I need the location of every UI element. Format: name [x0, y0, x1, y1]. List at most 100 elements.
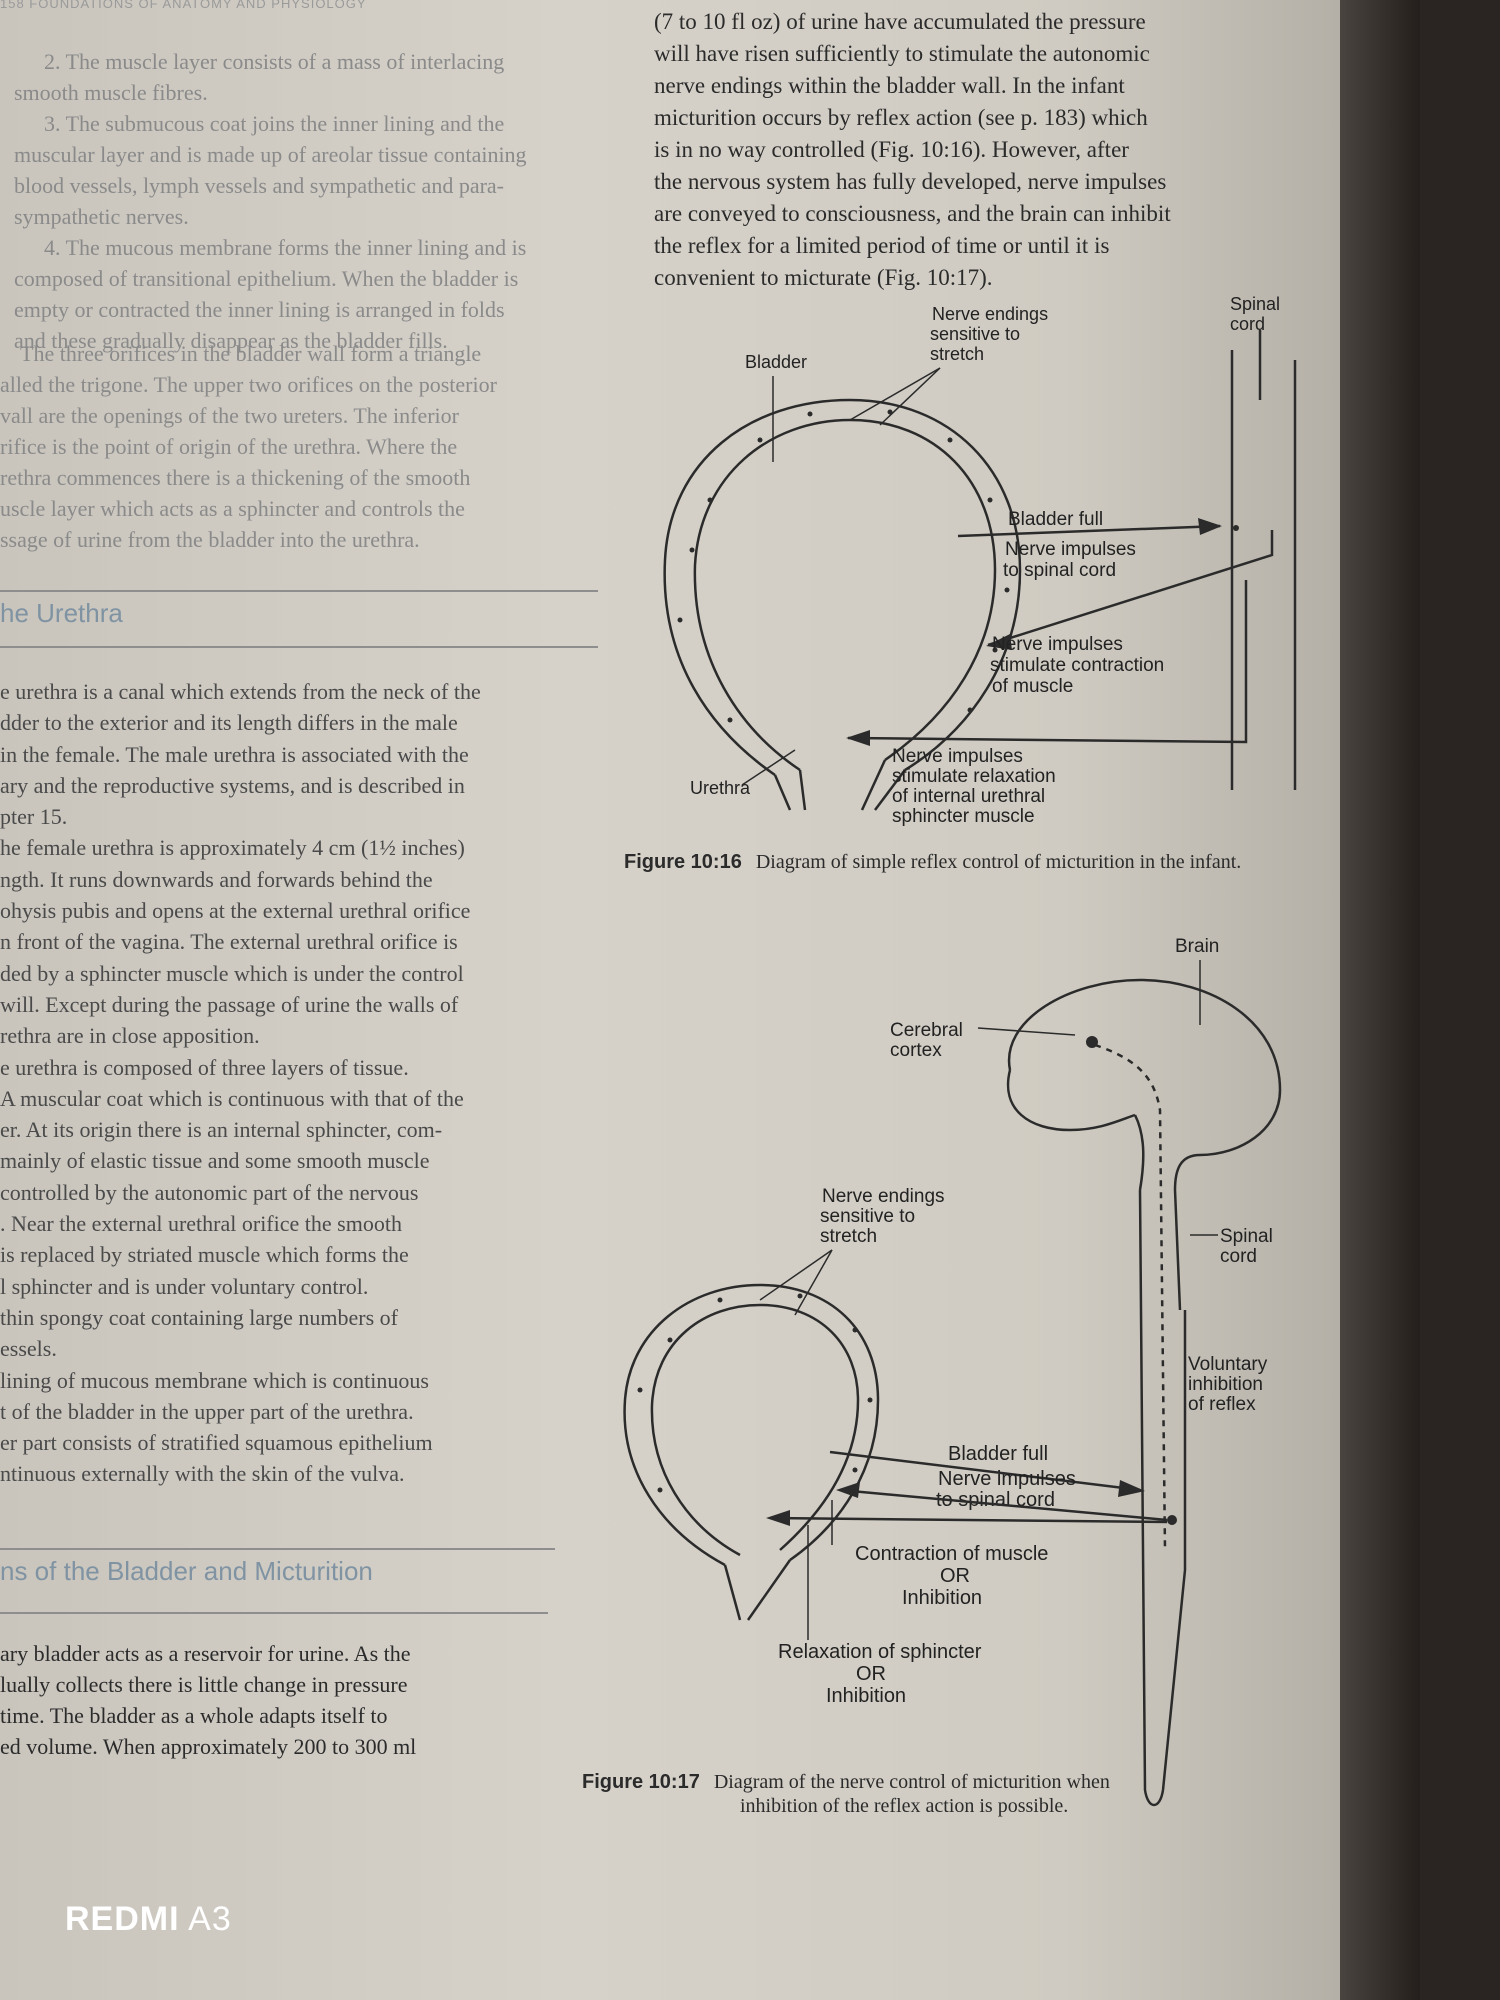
text-line: er. At its origin there is an internal s… — [0, 1117, 443, 1143]
text-line: micturition occurs by reflex action (see… — [654, 105, 1148, 130]
text-line: ed volume. When approximately 200 to 300… — [0, 1734, 417, 1759]
descending-pathway — [1094, 1043, 1167, 1551]
text-line: sympathetic nerves. — [14, 204, 189, 229]
label-voluntary-3: of reflex — [1188, 1394, 1256, 1415]
spinal-cord — [1230, 330, 1297, 790]
caption-text-1: Diagram of the nerve control of micturit… — [713, 1771, 1110, 1793]
text-line: . Near the external urethral orifice the… — [0, 1211, 402, 1237]
arrowhead — [986, 634, 1012, 650]
text-line: n front of the vagina. The external uret… — [0, 929, 458, 955]
label-nerve-endings-3: stretch — [820, 1226, 877, 1247]
watermark-model: A3 — [188, 1900, 232, 1938]
text-line: 3. The submucous coat joins the inner li… — [44, 111, 505, 136]
label-contract-2: stimulate contraction — [990, 655, 1164, 676]
label-voluntary-1: Voluntary — [1188, 1354, 1268, 1375]
text-line: ntinuous externally with the skin of the… — [0, 1461, 405, 1487]
bladder-layers-text: 2. The muscle layer consists of a mass o… — [14, 46, 527, 356]
text-line: lually collects there is little change i… — [0, 1672, 408, 1697]
text-line: 4. The mucous membrane forms the inner l… — [44, 235, 527, 260]
text-line: (7 to 10 fl oz) of urine have accumulate… — [654, 9, 1146, 34]
text-line: vall are the openings of the two ureters… — [0, 403, 459, 428]
text-line: muscular layer and is made up of areolar… — [14, 142, 527, 167]
label-impulses-cord-2: to spinal cord — [1003, 560, 1116, 581]
text-line: time. The bladder as a whole adapts itse… — [0, 1703, 388, 1728]
arrowhead — [836, 1482, 860, 1498]
label-contraction-3: Inhibition — [902, 1587, 982, 1609]
label-impulses-cord-2: to spinal cord — [936, 1489, 1055, 1511]
bladder-outline — [623, 1283, 880, 1621]
micturition-text: ary bladder acts as a reservoir for urin… — [0, 1638, 416, 1762]
label-spinal-cord-2: cord — [1220, 1246, 1257, 1267]
section-rule — [0, 1612, 548, 1614]
synapse-dot — [1233, 525, 1239, 531]
label-contraction-2: OR — [940, 1565, 970, 1587]
text-line: thin spongy coat containing large number… — [0, 1304, 398, 1330]
label-relaxation-3: Inhibition — [826, 1685, 906, 1707]
label-urethra: Urethra — [690, 778, 751, 798]
brain-lobe — [1006, 1069, 1136, 1132]
text-line: he female urethra is approximately 4 cm … — [0, 835, 465, 861]
label-impulses-cord-1: Nerve impulses — [938, 1468, 1076, 1490]
label-nerve-endings-3: stretch — [930, 344, 984, 364]
section-rule — [0, 1548, 555, 1550]
nerve-ending-dots — [637, 1293, 873, 1493]
left-column: 2. The muscle layer consists of a mass o… — [0, 0, 630, 1840]
text-line: rifice is the point of origin of the ure… — [0, 434, 458, 459]
caption-text-2: inhibition of the reflex action is possi… — [740, 1795, 1069, 1817]
pointer-line — [977, 1027, 1076, 1036]
micturition-intro-text: (7 to 10 fl oz) of urine have accumulate… — [654, 6, 1171, 294]
label-relax-2: stimulate relaxation — [892, 766, 1056, 787]
label-spinal-cord-1: Spinal — [1230, 294, 1280, 314]
arrow-contraction — [987, 530, 1274, 647]
arrow-bladder-full — [829, 1450, 1141, 1492]
micturition-heading: ns of the Bladder and Micturition — [0, 1556, 373, 1586]
text-line: will have risen sufficiently to stimulat… — [654, 41, 1150, 66]
label-bladder: Bladder — [745, 352, 807, 372]
text-line: e urethra is a canal which extends from … — [0, 679, 481, 704]
text-line: blood vessels, lymph vessels and sympath… — [14, 173, 505, 198]
text-line: is in no way controlled (Fig. 10:16). Ho… — [654, 137, 1129, 162]
label-relax-4: sphincter muscle — [892, 806, 1035, 827]
text-line: convenient to micturate (Fig. 10:17). — [654, 265, 993, 290]
text-line: the reflex for a limited period of time … — [654, 233, 1110, 258]
section-rule — [0, 590, 598, 592]
pointer-line — [794, 1249, 833, 1316]
label-contraction-1: Contraction of muscle — [855, 1543, 1048, 1565]
label-spinal-cord-1: Spinal — [1220, 1226, 1273, 1247]
text-line: lining of mucous membrane which is conti… — [0, 1367, 429, 1393]
label-impulses-cord-1: Nerve impulses — [1005, 539, 1136, 560]
pointer-line — [759, 1249, 833, 1301]
label-voluntary-2: inhibition — [1188, 1374, 1263, 1395]
label-relax-3: of internal urethral — [892, 786, 1045, 807]
text-line: uscle layer which acts as a sphincter an… — [0, 496, 465, 521]
text-line: and these gradually disappear as the bla… — [14, 328, 448, 353]
urethra-heading: he Urethra — [0, 598, 123, 628]
text-line: The three orifices in the bladder wall f… — [20, 341, 482, 366]
text-line: dder to the exterior and its length diff… — [0, 710, 458, 736]
label-cortex-1: Cerebral — [890, 1020, 963, 1041]
label-contract-3: of muscle — [992, 676, 1073, 697]
figure-10-16-diagram: Bladder Nerve endings sensitive to stret… — [663, 294, 1297, 827]
nerve-ending-dots — [677, 409, 1010, 723]
label-nerve-endings-2: sensitive to — [820, 1206, 915, 1227]
label-spinal-cord-2: cord — [1230, 314, 1265, 334]
caption-number: Figure 10:17 — [582, 1771, 700, 1793]
arrow-relaxation — [847, 580, 1248, 744]
text-line: the nervous system has fully developed, … — [654, 169, 1167, 194]
label-contract-1: Nerve impulses — [992, 634, 1123, 655]
pointer-line — [879, 367, 941, 426]
text-line: ssage of urine from the bladder into the… — [0, 527, 420, 552]
text-line: ary bladder acts as a reservoir for urin… — [0, 1641, 411, 1666]
urethra-text: e urethra is a canal which extends from … — [0, 676, 481, 1490]
text-line: alled the trigone. The upper two orifice… — [0, 372, 497, 397]
label-nerve-endings-2: sensitive to — [930, 324, 1020, 344]
figure-10-17-caption: Figure 10:17 Diagram of the nerve control… — [582, 1770, 1282, 1818]
brain-stem — [1133, 1114, 1145, 1191]
text-line: l sphincter and is under voluntary contr… — [0, 1273, 369, 1299]
figure-10-17-diagram: Brain Cerebral cortex Nerve endings sens… — [623, 936, 1282, 1807]
text-line: ded by a sphincter muscle which is under… — [0, 960, 464, 986]
caption-number: Figure 10:16 — [624, 851, 742, 873]
text-line: 2. The muscle layer consists of a mass o… — [44, 49, 505, 74]
arrow-relaxation — [769, 1516, 1168, 1524]
